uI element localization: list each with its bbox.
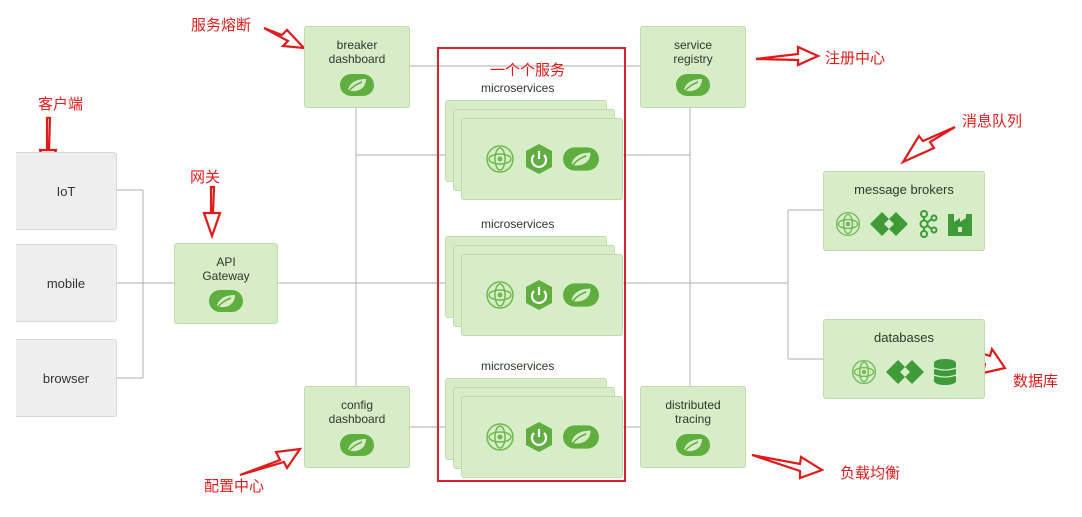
microservice-card [461, 118, 623, 200]
spring-leaf-icon [676, 434, 710, 456]
services-highlight-box [437, 47, 626, 482]
microservices-label: microservices [481, 81, 555, 95]
annotation-message-queue: 消息队列 [962, 113, 1023, 130]
stacked-db-icon [933, 359, 957, 385]
atom-icon [486, 281, 514, 309]
spring-leaf-icon [340, 434, 374, 456]
annotation-services: 一个个服务 [490, 62, 566, 79]
microservices-stack [445, 378, 625, 478]
message-brokers-box: message brokers [823, 171, 985, 251]
power-hexagon-icon [526, 422, 552, 452]
microservices-stack [445, 100, 625, 200]
annotation-client: 客户端 [38, 96, 84, 113]
client-browser: browser [16, 339, 117, 417]
power-hexagon-icon [526, 280, 552, 310]
annotation-load-balancing: 负载均衡 [840, 465, 901, 482]
annotation-config-center: 配置中心 [204, 478, 265, 495]
microservice-card [461, 396, 623, 478]
spring-leaf-icon [209, 290, 243, 312]
client-mobile: mobile [16, 244, 117, 322]
microservice-card [461, 254, 623, 336]
atom-icon [835, 211, 861, 237]
spring-leaf-icon [563, 425, 599, 449]
factory-icon [948, 214, 972, 236]
annotation-database: 数据库 [1013, 373, 1059, 390]
spring-leaf-icon [563, 283, 599, 307]
microservices-label: microservices [481, 217, 555, 231]
kafka-icon [919, 210, 938, 238]
atom-icon [486, 423, 514, 451]
microservices-stack [445, 236, 625, 336]
atom-icon [486, 145, 514, 173]
rabbit-diamond-icon [886, 360, 924, 384]
atom-icon [851, 359, 877, 385]
databases-box: databases [823, 319, 985, 399]
annotation-gateway: 网关 [190, 169, 221, 186]
rabbit-diamond-icon [870, 212, 908, 236]
annotation-registry: 注册中心 [825, 50, 886, 67]
annotation-circuit-breaker: 服务熔断 [191, 17, 252, 34]
spring-leaf-icon [563, 147, 599, 171]
spring-leaf-icon [676, 74, 710, 96]
power-hexagon-icon [526, 144, 552, 174]
spring-leaf-icon [340, 74, 374, 96]
client-iot: IoT [16, 152, 117, 230]
microservices-label: microservices [481, 359, 555, 373]
